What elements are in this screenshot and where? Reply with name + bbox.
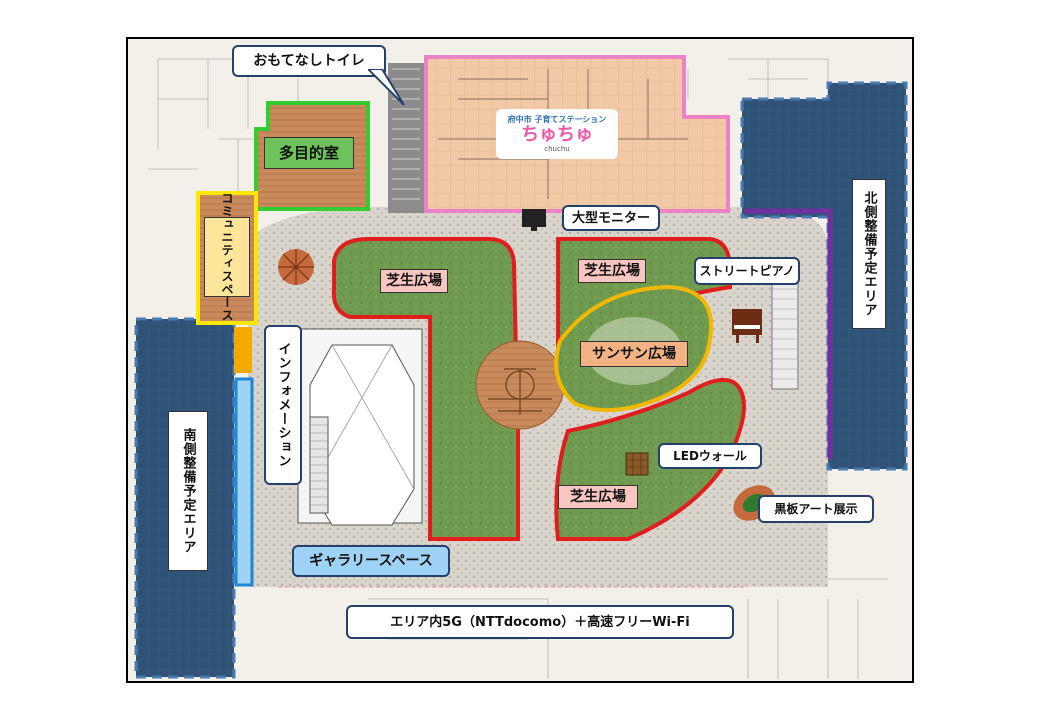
gallery-space-callout: ギャラリースペース (292, 545, 450, 577)
piano-icon (732, 309, 762, 343)
childcare-logo-en: chuchu (544, 144, 570, 153)
wifi-banner: エリア内5G（NTTdocomo）＋高速フリーWi-Fi (346, 605, 734, 639)
deck-ornament (488, 368, 552, 415)
lawn-label-1: 芝生広場 (380, 269, 448, 293)
blackboard-art-line (744, 208, 833, 459)
large-monitor-callout: 大型モニター (562, 205, 660, 231)
omotenashi-toilet-callout: おもてなしトイレ (232, 45, 386, 77)
toilet-pointer (368, 69, 405, 106)
childcare-logo-header: 府中市 子育てステーション (507, 114, 607, 124)
lawn-label-2: 芝生広場 (578, 259, 646, 283)
multipurpose-room-label: 多目的室 (264, 137, 354, 169)
floor-map: 府中市 子育てステーション ちゅちゅ chuchu 多目的室 コミュニティスペー… (126, 37, 914, 683)
street-piano-callout: ストリートピアノ (694, 257, 800, 285)
gallery-strip (234, 377, 254, 587)
stairs-right (771, 278, 799, 390)
monitor-icon (522, 209, 546, 231)
blackboard-art-callout: 黒板アート展示 (758, 495, 874, 523)
information-callout: インフォメーション (264, 325, 302, 485)
sunsun-plaza-label: サンサン広場 (580, 341, 688, 367)
led-wall-icon (625, 452, 649, 476)
information-counter (234, 327, 252, 373)
childcare-logo-name: ちゅちゅ (521, 123, 593, 145)
lawn-label-3: 芝生広場 (558, 485, 638, 509)
led-wall-callout: LEDウォール (658, 443, 762, 469)
childcare-logo: 府中市 子育てステーション ちゅちゅ chuchu (496, 109, 618, 159)
north-area-label: 北側整備予定エリア (852, 179, 886, 329)
south-area-label: 南側整備予定エリア (168, 411, 208, 571)
community-space-label: コミュニティスペース (204, 192, 250, 322)
